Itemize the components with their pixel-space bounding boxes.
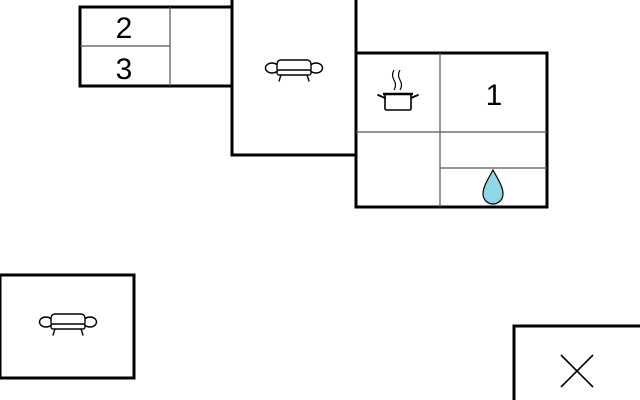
outer-wall-right	[354, 51, 549, 209]
room-block-right: 1	[354, 51, 549, 209]
close-icon	[560, 354, 594, 388]
water-drop-icon	[482, 168, 504, 205]
sofa-icon	[38, 313, 98, 336]
cooking-pot-icon	[377, 69, 419, 111]
room-label-3: 3	[116, 53, 133, 86]
room-lower-right	[512, 324, 640, 400]
room-living	[230, 0, 358, 157]
room-label-1: 1	[486, 79, 503, 112]
sofa-icon	[264, 59, 324, 82]
room-lower-left	[0, 273, 136, 380]
outer-wall-lower-left	[0, 273, 136, 380]
outer-wall-living	[230, 0, 358, 157]
outer-wall-lower-right	[512, 324, 640, 400]
room-label-2: 2	[116, 12, 133, 45]
room-block-upper-left: 2 3	[78, 5, 234, 88]
